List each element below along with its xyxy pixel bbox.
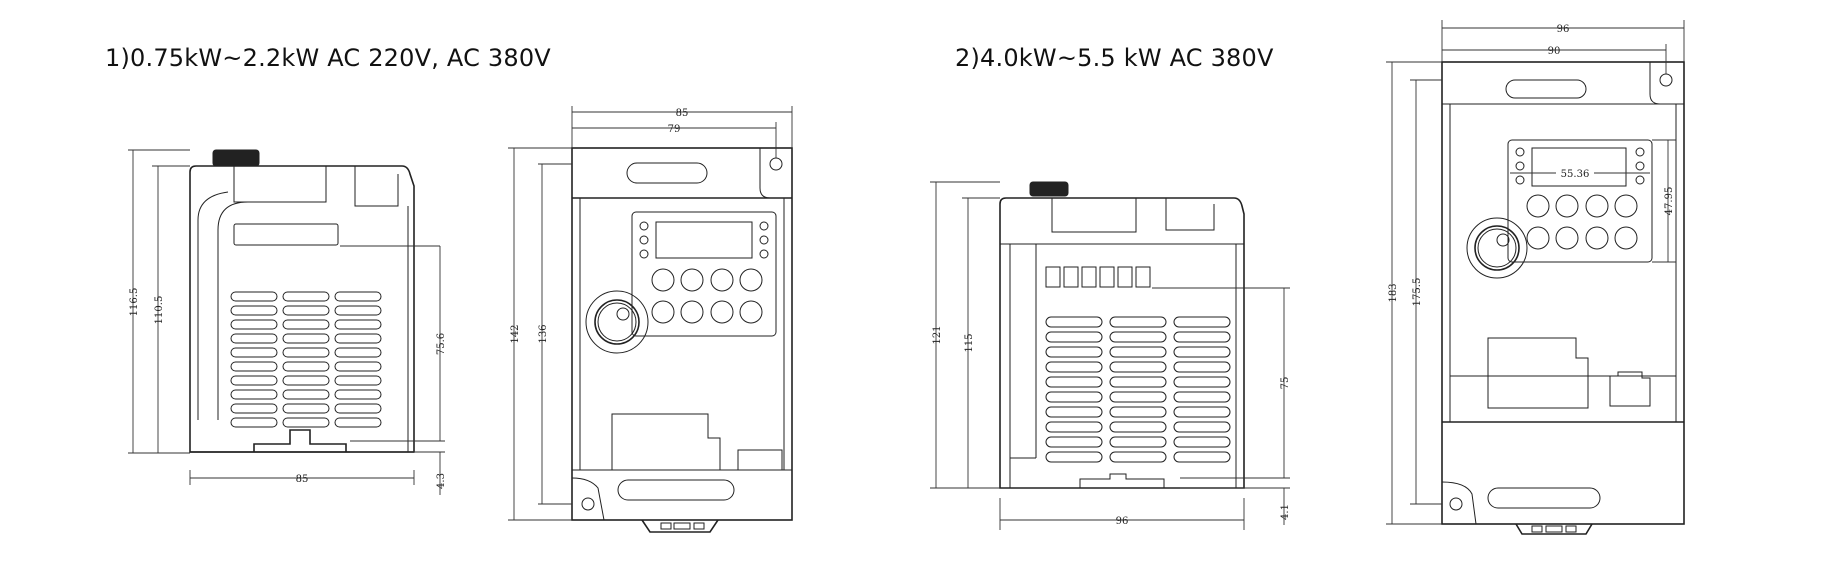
dim-b-front-width-inner: 90 [1548,46,1561,57]
dim-a-side-foot: 4.3 [436,473,447,489]
dim-a-side-depth: 85 [296,474,309,485]
dim-a-front-height-outer: 142 [510,324,521,343]
dim-a-side-height-inner: 110.5 [154,296,165,325]
mounting-hole-icon [769,157,783,171]
potentiometer-knob-icon [585,290,649,354]
dim-b-front-keypad-height: 47.95 [1664,187,1675,216]
dim-b-side-height-inner: 115 [964,333,975,352]
potentiometer-knob-icon [1466,217,1528,279]
keypad-button-icon [651,268,763,324]
dim-b-side-depth: 96 [1116,516,1129,527]
mounting-hole-icon [1449,497,1463,511]
side-b-dimensions: 121 115 96 75 4.1 [930,181,1291,530]
side-vent-grille-a [230,291,382,428]
mounting-hole-icon [581,497,595,511]
dim-b-side-foot: 4.1 [1280,504,1291,520]
mounting-hole-icon [1659,73,1673,87]
side-a-dimensions: 116.5 110.5 85 75.6 4.3 [128,149,447,495]
dim-a-front-width-inner: 79 [668,124,681,135]
dim-a-side-height-outer: 116.5 [129,288,140,317]
dim-b-front-height-outer: 183 [1388,283,1399,302]
front-a-dimensions: 85 79 142 136 [508,106,793,521]
drive-side-view-icon [189,149,415,453]
dim-b-side-vent-height: 75 [1280,377,1291,390]
dim-b-side-height-outer: 121 [932,325,943,344]
dim-a-front-height-inner: 136 [538,324,549,343]
label-squares [1045,266,1151,288]
dim-b-front-height-inner: 175.5 [1412,278,1423,307]
side-vent-grille-b [1045,316,1231,463]
display-window [1531,147,1627,187]
drive-front-view-icon [571,147,793,533]
group-b-heading: 2)4.0kW~5.5 kW AC 380V [955,44,1274,72]
dim-a-front-width-outer: 85 [676,108,689,119]
keypad-button-icon [1526,194,1638,250]
dim-b-front-display-width: 55.36 [1561,169,1590,180]
group-a-heading: 1)0.75kW~2.2kW AC 220V, AC 380V [105,44,551,72]
dim-a-side-vent-height: 75.6 [436,333,447,355]
dim-b-front-width-outer: 96 [1557,24,1570,35]
display-window [655,221,753,259]
front-b-dimensions: 96 90 183 175.5 55.36 47.95 [1386,20,1685,525]
drive-side-view-icon [999,181,1245,489]
drive-front-view-icon [1441,61,1685,535]
